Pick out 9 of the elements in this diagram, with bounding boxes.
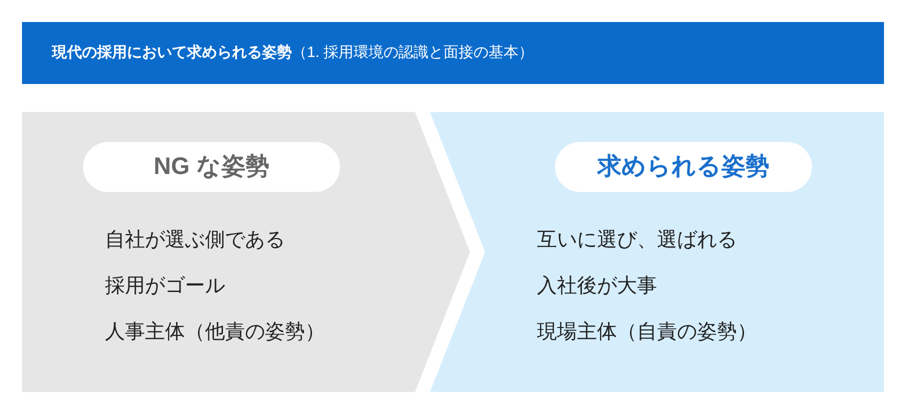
list-item: 現場主体（自責の姿勢） (537, 320, 757, 345)
title-bar: 現代の採用において求められる姿勢（1. 採用環境の認識と面接の基本） (22, 22, 884, 84)
list-item: 互いに選び、選ばれる (537, 228, 738, 253)
list-item: 人事主体（他責の姿勢） (105, 320, 325, 345)
list-item: 入社後が大事 (537, 274, 658, 299)
list-item: 採用がゴール (105, 274, 226, 299)
heading-pill: NG な姿勢 (83, 142, 340, 192)
list-item: 自社が選ぶ側である (105, 228, 286, 253)
heading-pill: 求められる姿勢 (555, 142, 812, 192)
